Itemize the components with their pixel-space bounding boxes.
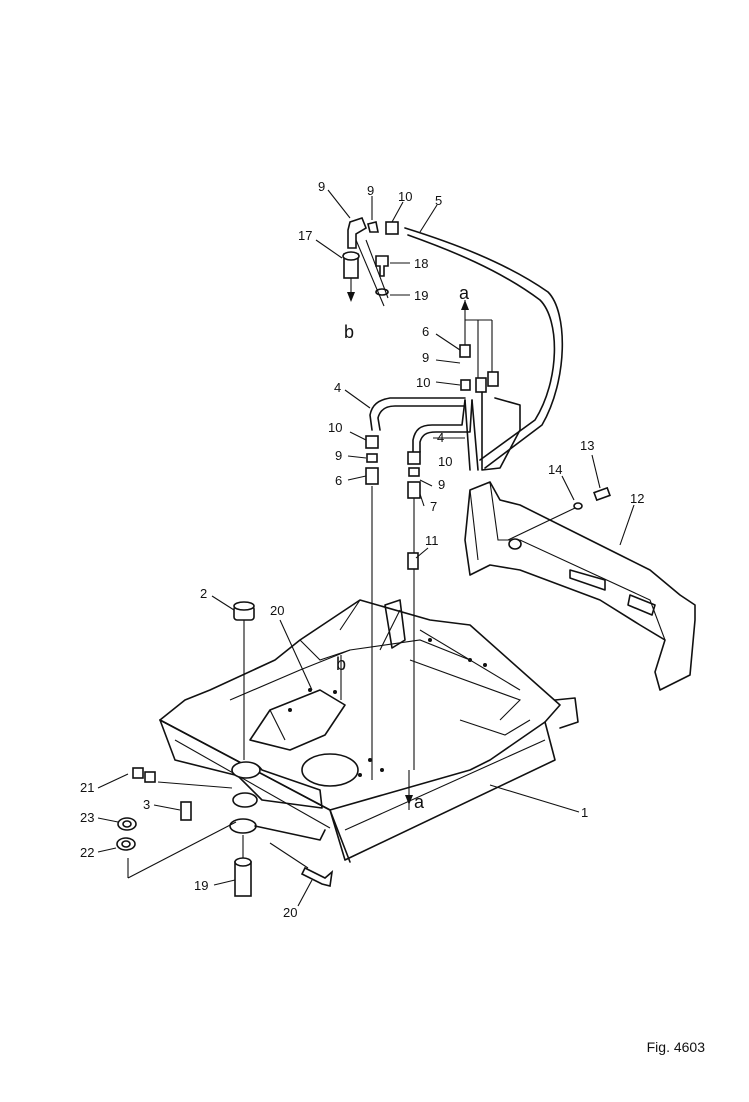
callout-5: 5 (435, 193, 442, 208)
letter-a-floor: a (414, 792, 425, 812)
right-fittings (407, 451, 421, 570)
callout-1: 1 (581, 805, 588, 820)
callout-10-left: 10 (328, 420, 342, 435)
callout-10: 10 (398, 189, 412, 204)
callout-17: 19 (414, 288, 428, 303)
callout-9-left: 9 (335, 448, 342, 463)
callout-8: 9 (318, 179, 325, 194)
callout-2: 2 (200, 586, 207, 601)
pipe-4-left (369, 397, 466, 780)
callout-12: 12 (630, 491, 644, 506)
letter-a-top: a (459, 283, 470, 303)
callout-16: 18 (414, 256, 428, 271)
callout-4-right: 4 (437, 430, 444, 445)
left-fittings (365, 435, 379, 485)
callout-10-top: 10 (416, 375, 430, 390)
lever-arm (229, 761, 326, 841)
callout-13: 13 (580, 438, 594, 453)
callout-6-top: 6 (422, 324, 429, 339)
callout-18: 20 (270, 603, 284, 618)
callout-22: 22 (80, 845, 94, 860)
small-parts (116, 486, 611, 897)
pipe-4-right (412, 399, 479, 770)
callout-11: 11 (425, 533, 439, 548)
callout-10-right: 10 (438, 454, 452, 469)
rear-cover (464, 481, 696, 691)
callout-6-left: 6 (335, 473, 342, 488)
bottom-arrows (340, 655, 413, 810)
operator-frame (159, 599, 579, 863)
callout-9-top: 9 (422, 350, 429, 365)
letter-b-top: b (344, 322, 354, 342)
callout-15: 17 (298, 228, 312, 243)
figure-label: Fig. 4603 (646, 1039, 705, 1055)
callout-21: 21 (80, 780, 94, 795)
callout-14: 14 (548, 462, 562, 477)
callout-9-right: 9 (438, 477, 445, 492)
callout-3: 3 (143, 797, 150, 812)
leader-lines (97, 189, 635, 907)
callout-19: 19 (194, 878, 208, 893)
hose-5 (404, 227, 564, 469)
callout-23: 23 (80, 810, 94, 825)
letter-b-floor: b (336, 654, 346, 674)
callout-9: 9 (367, 183, 374, 198)
upper-fittings (459, 300, 521, 471)
callout-7: 7 (430, 499, 437, 514)
callout-numbers: 9 9 10 5 17 18 19 b a 6 9 10 4 10 9 6 4 … (80, 179, 644, 920)
drain-fittings (342, 217, 399, 307)
callout-20: 20 (283, 905, 297, 920)
callout-4-left: 4 (334, 380, 341, 395)
